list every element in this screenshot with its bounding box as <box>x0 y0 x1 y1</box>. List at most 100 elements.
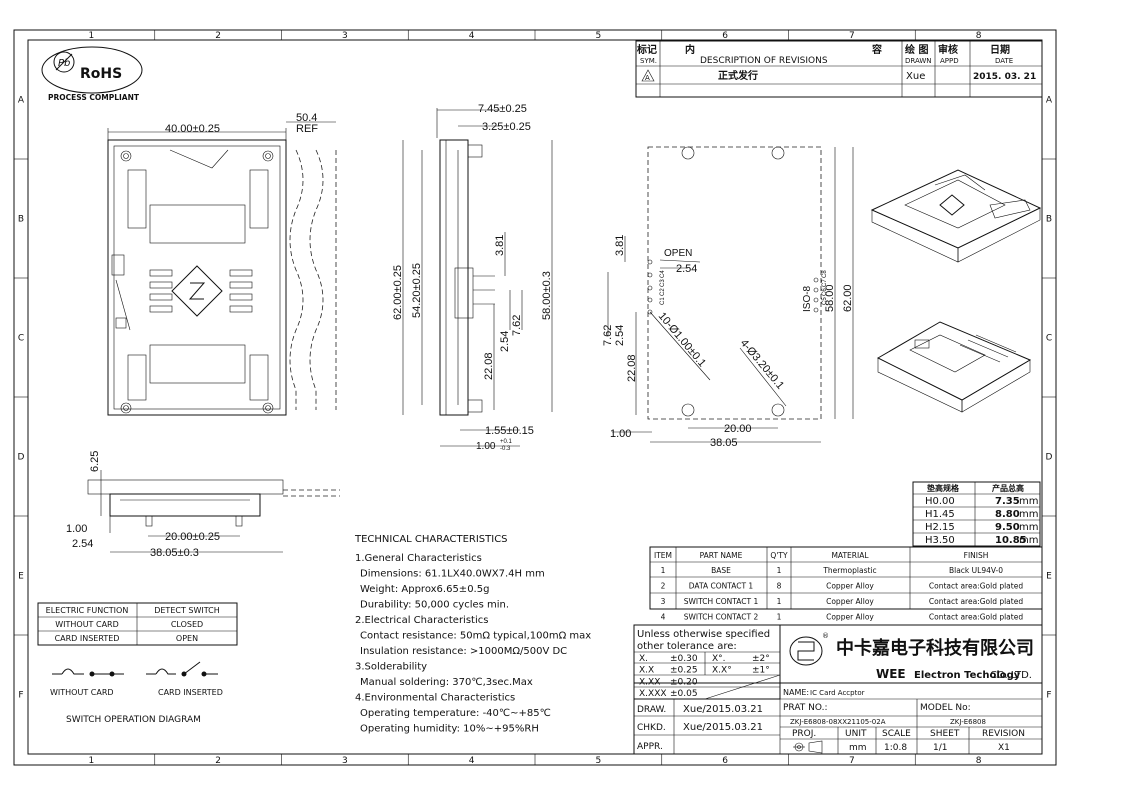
fp-contact-label: C7 <box>822 279 828 287</box>
fp-holes1: 10-Ø1.00±0.1 <box>656 310 708 369</box>
zone-col-top: 5 <box>596 31 602 41</box>
tol-cell: ±0.25 <box>670 666 698 676</box>
tb-drawn: Xue/2015.03.21 <box>683 704 763 715</box>
zone-col-top: 4 <box>469 31 475 41</box>
tech-section-heading: 2.Electrical Characteristics <box>355 615 488 626</box>
compliant-text: PROCESS COMPLIANT <box>48 93 140 102</box>
zone-row-left: D <box>18 453 25 463</box>
pb-text: Pb <box>58 58 70 69</box>
tb-name-label: NAME: <box>783 688 809 697</box>
tb-model-label: MODEL No: <box>920 703 971 713</box>
rev-drawn-cn: 绘 图 <box>905 43 928 56</box>
tb-part: ZKJ-E6808-08XX21105-02A <box>790 718 886 726</box>
bom-cell: Copper Alloy <box>826 613 874 622</box>
rohs-logo: Pb RoHS PROCESS COMPLIANT <box>41 46 143 102</box>
dim-h5420: 54.20±0.25 <box>411 263 423 318</box>
fp-dim-381: 3.81 <box>614 235 626 256</box>
fp-open: OPEN <box>664 248 692 259</box>
tech-line: Operating humidity: 10%~+95%RH <box>360 724 539 735</box>
bom-cell: 1 <box>661 566 666 575</box>
zone-col-bottom: 3 <box>342 756 348 766</box>
height-table-height: 8.80 <box>995 509 1020 520</box>
height-table-spec: H2.15 <box>925 522 955 533</box>
iso-view-bottom <box>876 321 1032 413</box>
company-name-en-tail: CO.,LTD. <box>990 670 1032 681</box>
tol-cell: ±2° <box>752 654 770 664</box>
switch-table-cell: DETECT SWITCH <box>154 606 220 615</box>
zone-col-bottom: 7 <box>849 756 855 766</box>
height-table-unit: mm <box>1019 496 1038 507</box>
height-table-unit: mm <box>1019 535 1038 546</box>
fp-contact-label: C3 <box>660 279 666 287</box>
tech-line: Dimensions: 61.1LX40.0WX7.4H mm <box>360 569 545 580</box>
tol-title1: Unless otherwise specified <box>637 629 770 640</box>
fp-contact-label: C5 <box>822 297 828 305</box>
fp-dim-2208: 22.08 <box>626 354 638 382</box>
switch-operation-diagram: WITHOUT CARD CARD INSERTED SWITCH OPERAT… <box>50 661 223 725</box>
tech-section-heading: 3.Solderability <box>355 662 427 673</box>
tol-cell: ±0.05 <box>670 689 698 699</box>
zone-col-top: 3 <box>342 31 348 41</box>
bom-cell: Contact area:Gold plated <box>929 582 1023 591</box>
rohs-text: RoHS <box>80 66 122 82</box>
fp-dim-100: 1.00 <box>610 428 631 440</box>
revision-table: 标记 SYM. 内 容 DESCRIPTION OF REVISIONS 绘 图… <box>635 40 1043 98</box>
side-elevation-drawing <box>87 479 340 533</box>
rev-date-en: DATE <box>995 57 1013 65</box>
dim-d100: 1.00 <box>476 441 496 452</box>
tech-line: Contact resistance: 50mΩ typical,100mΩ m… <box>360 631 591 642</box>
zone-col-bottom: 4 <box>469 756 475 766</box>
tech-title: TECHNICAL CHARACTERISTICS <box>354 534 508 545</box>
zone-col-top: 2 <box>215 31 221 41</box>
company-block: ® 中卡嘉电子科技有限公司 WEE Electron Techology CO.… <box>779 624 1043 684</box>
switch-label-without: WITHOUT CARD <box>50 688 114 697</box>
zone-col-top: 1 <box>89 31 95 41</box>
tech-line: Manual soldering: 370℃,3sec.Max <box>360 677 533 688</box>
top-view-drawing <box>107 139 337 416</box>
dim-h5800: 58.00±0.3 <box>541 271 553 320</box>
switch-table-cell: CLOSED <box>171 620 203 629</box>
top-view-dims: 40.00±0.25 50.4 REF <box>107 112 336 140</box>
fp-dim-254: 2.54 <box>676 263 697 275</box>
height-table-head: 垫高规格 <box>927 483 960 493</box>
company-name-en-bold: WEE <box>876 667 906 681</box>
zone-row-left: B <box>18 215 24 225</box>
iso-view-top <box>870 169 1042 263</box>
zone-row-left: A <box>18 96 25 106</box>
dim-h6200: 62.00±0.25 <box>392 265 404 320</box>
tol-cell: X.X <box>639 666 654 676</box>
tb-unit: UNIT <box>845 729 867 739</box>
fp-dim-762: 7.62 <box>602 325 614 346</box>
tol-cell: X.XXX <box>639 689 667 699</box>
zone-row-right: B <box>1046 215 1052 225</box>
fp-dim-6200: 62.00 <box>842 284 854 312</box>
switch-table-cell: WITHOUT CARD <box>55 620 119 629</box>
rev-sym-en: SYM. <box>640 57 657 65</box>
bom-cell: 1 <box>777 597 782 606</box>
sv-dim-100: 1.00 <box>66 523 87 535</box>
rev-desc-cn-right: 容 <box>871 43 882 56</box>
tb-chkd-label: CHKD. <box>637 723 666 733</box>
sv-dim-2000: 20.00±0.25 <box>165 531 220 543</box>
bom-cell: Contact area:Gold plated <box>929 613 1023 622</box>
bom-cell: 2 <box>661 582 666 591</box>
height-table-height: 10.85 <box>995 535 1027 546</box>
rev-row-drawn: Xue <box>906 71 925 82</box>
title-block: NAME: IC Card Accptor DRAW. Xue/2015.03.… <box>633 682 1043 755</box>
zone-col-bottom: 6 <box>722 756 728 766</box>
tb-rev-val: X1 <box>998 743 1010 753</box>
bom-cell: Contact area:Gold plated <box>929 597 1023 606</box>
fp-contact-label: C2 <box>660 288 666 296</box>
tb-sheet: SHEET <box>930 729 960 739</box>
dim-width: 40.00±0.25 <box>165 123 220 135</box>
sv-dim-254: 2.54 <box>72 538 93 550</box>
zone-col-bottom: 8 <box>976 756 982 766</box>
bom-cell: Copper Alloy <box>826 582 874 591</box>
dim-d100-tol-up: +0.1 <box>500 439 513 445</box>
bom-cell: Black UL94V-0 <box>949 566 1003 575</box>
side-view-dims: 7.45±0.25 3.25±0.25 62.00±0.25 54.20±0.2… <box>392 103 553 452</box>
